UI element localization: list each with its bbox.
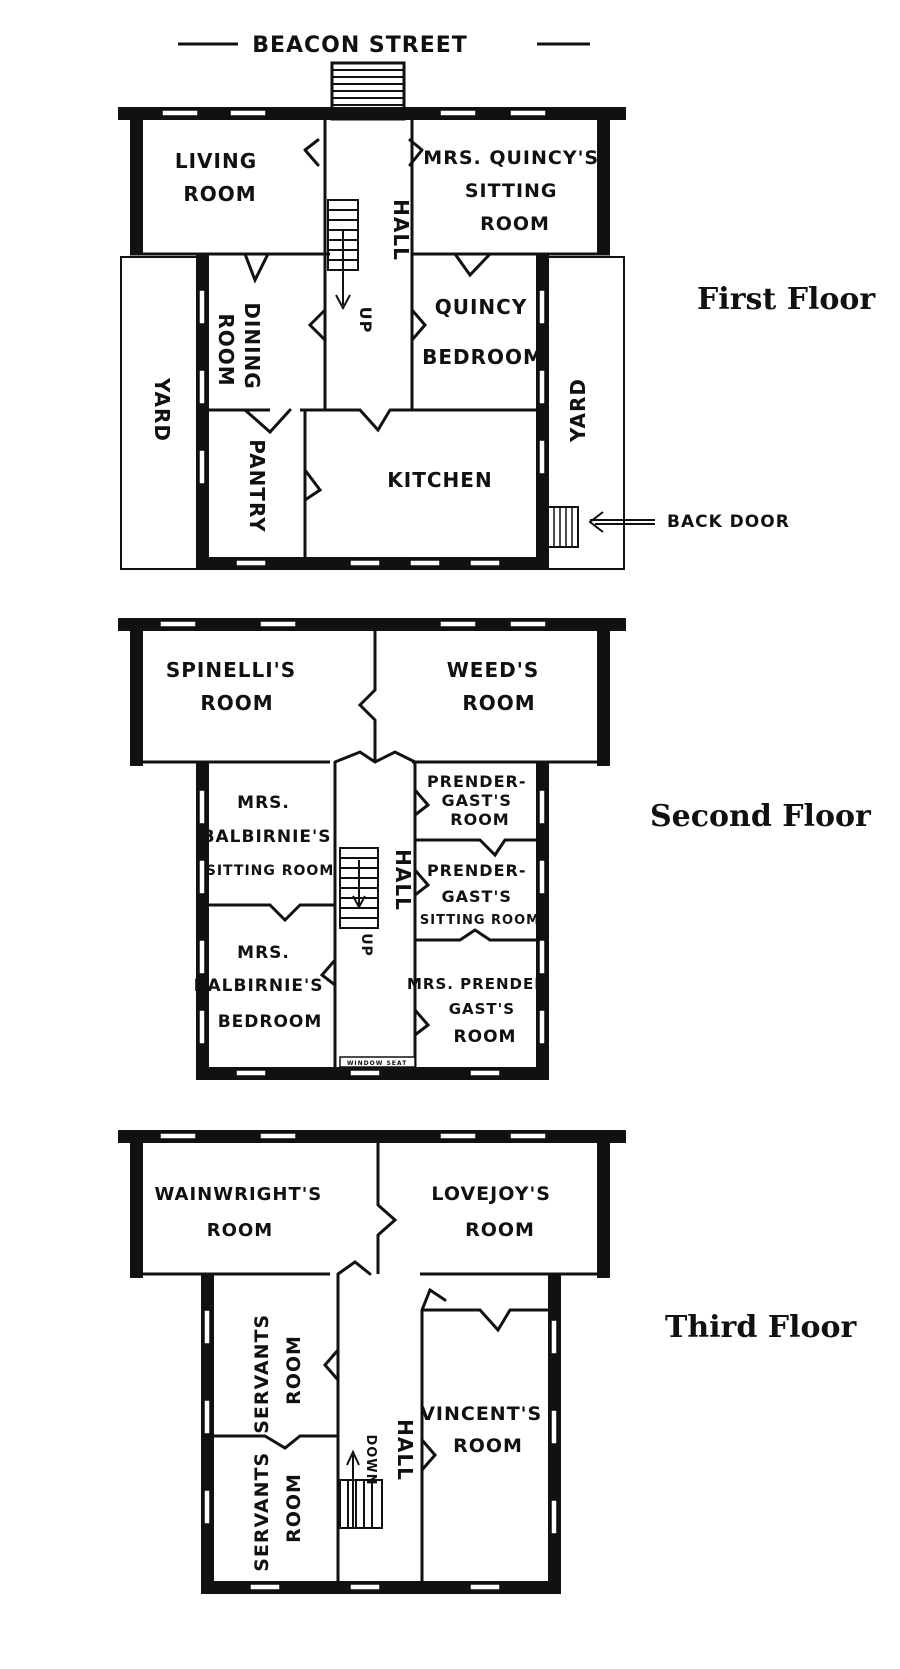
room-yard-right: YARD — [566, 378, 590, 443]
room-hall-third: HALL — [393, 1419, 417, 1481]
window — [161, 109, 199, 117]
room-hall-first: HALL — [389, 199, 413, 261]
stair-down-label: DOWN — [363, 1434, 378, 1485]
room-spinelli: SPINELLI'S ROOM — [166, 658, 304, 715]
stair-up-label: UP — [356, 307, 375, 334]
room-yard-left: YARD — [150, 377, 174, 442]
window — [439, 109, 477, 117]
first-floor-plan: LIVING ROOM MRS. QUINCY'S SITTING ROOM H… — [118, 61, 876, 570]
room-mrs-quincys-sitting-room: MRS. QUINCY'S SITTING ROOM — [423, 147, 606, 235]
back-door-steps — [547, 506, 579, 548]
back-door-arrow — [588, 511, 655, 533]
second-floor-plan: WINDOW SEAT SPINELLI'S ROOM WEED'S ROOM … — [118, 618, 872, 1080]
street-label: BEACON STREET — [252, 33, 468, 58]
stair-up-label-second: UP — [358, 933, 374, 957]
window — [229, 109, 267, 117]
back-door-label: BACK DOOR — [667, 512, 790, 532]
room-living-room: LIVING ROOM — [175, 149, 265, 206]
third-floor-stair — [339, 1449, 383, 1529]
room-prendergast-sitting: PRENDER- GAST'S SITTING ROOM — [420, 861, 540, 928]
room-vincent: VINCENT'S ROOM — [420, 1403, 550, 1457]
room-weed: WEED'S ROOM — [447, 658, 547, 715]
room-lovejoy: LOVEJOY'S ROOM — [431, 1183, 558, 1241]
second-floor-stair — [339, 847, 379, 929]
third-floor-plan: WAINWRIGHT'S ROOM LOVEJOY'S ROOM SERVANT… — [118, 1130, 857, 1594]
room-hall-second: HALL — [391, 849, 415, 911]
third-floor-title: Third Floor — [665, 1310, 857, 1345]
room-dining-room: DINING ROOM — [214, 302, 264, 397]
street-header: BEACON STREET — [178, 33, 590, 58]
room-prendergast: PRENDER- GAST'S ROOM — [427, 772, 533, 829]
room-mrs-balbirnie-bedroom: MRS. BALBIRNIE'S BEDROOM — [194, 943, 331, 1032]
room-wainwright: WAINWRIGHT'S ROOM — [154, 1184, 329, 1241]
second-floor-title: Second Floor — [650, 799, 872, 834]
room-quincy-bedroom: QUINCY BEDROOM — [422, 295, 544, 369]
room-pantry: PANTRY — [245, 439, 269, 532]
room-mrs-prendergast: MRS. PRENDER GAST'S ROOM — [407, 975, 553, 1047]
first-floor-title: First Floor — [697, 282, 876, 317]
first-floor-stair — [327, 199, 359, 311]
room-kitchen: KITCHEN — [387, 468, 492, 492]
room-servants-2: SERVANTS ROOM — [251, 1444, 305, 1572]
window — [509, 109, 547, 117]
room-mrs-balbirnie-sitting: MRS. BALBIRNIE'S SITTING ROOM — [202, 793, 339, 879]
room-servants-1: SERVANTS ROOM — [251, 1306, 305, 1434]
window-seat-label: WINDOW SEAT — [347, 1060, 407, 1067]
